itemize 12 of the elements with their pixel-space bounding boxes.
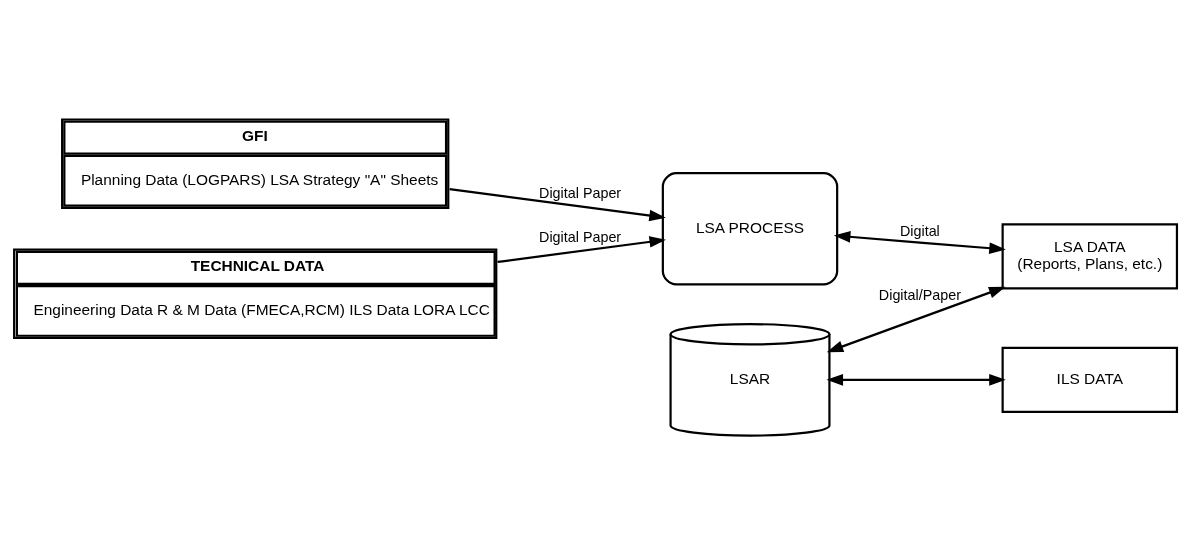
edge-label: Digital/Paper — [878, 286, 961, 303]
arrow — [833, 230, 1006, 254]
node-box: LSA PROCESS — [661, 171, 839, 286]
arrow — [826, 373, 1006, 386]
edge-label: Digital Paper — [539, 184, 622, 201]
edge-label: Digital — [899, 222, 940, 239]
node-box: ILS DATA — [1001, 346, 1179, 413]
arrow — [497, 235, 667, 263]
arrow — [449, 187, 666, 221]
arrow — [826, 286, 1006, 352]
edge-label: Digital Paper — [539, 228, 622, 245]
node-box: LSA DATA (Reports, Plans, etc.) — [1001, 222, 1179, 289]
